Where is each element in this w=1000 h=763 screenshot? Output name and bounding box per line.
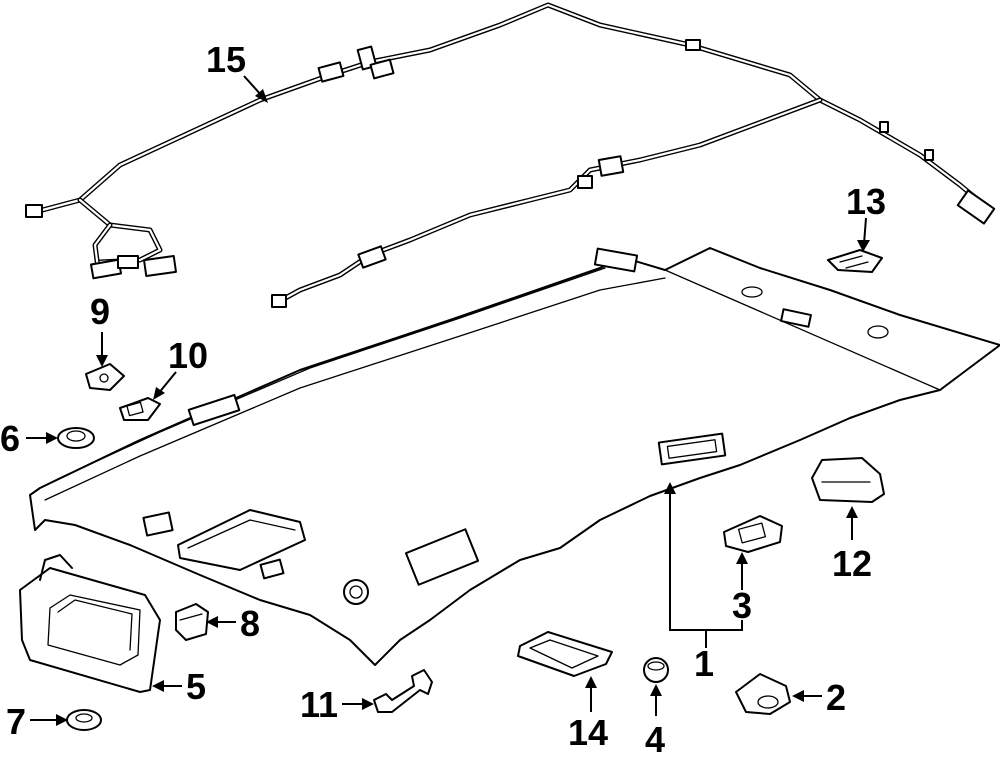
part-8-clip: [175, 603, 209, 641]
part-2-sensor: [735, 673, 791, 715]
callout-13: 13: [846, 181, 886, 222]
callout-4: 4: [645, 719, 665, 760]
callout-8: 8: [240, 603, 260, 644]
part-4-cap: [643, 657, 669, 683]
part-9-clip: [85, 363, 125, 391]
callout-12: 12: [832, 543, 872, 584]
callout-1: 1: [694, 643, 714, 684]
part-12-lamp: [811, 457, 885, 503]
callout-6: 6: [0, 418, 20, 459]
callout-7: 7: [6, 701, 26, 742]
callout-14: 14: [568, 712, 608, 753]
part-3-clip: [723, 515, 783, 553]
callout-2: 2: [826, 677, 846, 718]
callout-3: 3: [732, 585, 752, 626]
callout-9: 9: [90, 291, 110, 332]
part-1-headliner: [29, 247, 1000, 666]
part-14-lamp: [517, 631, 613, 677]
callout-11: 11: [300, 684, 338, 725]
leader-lines: [26, 75, 870, 726]
part-7-cap: [66, 709, 102, 731]
callout-15: 15: [206, 39, 246, 80]
part-6-cap: [57, 427, 95, 449]
part-13-clip: [827, 249, 883, 273]
callout-5: 5: [186, 666, 206, 707]
part-15-wiring-harness: [25, 2, 996, 308]
part-10-clip: [119, 397, 161, 421]
callout-10: 10: [168, 335, 208, 376]
callout-labels: 15 13 9 10 6 7 5 8 11 14 4 3 1 12 2: [0, 39, 886, 760]
part-11-grab-handle: [373, 669, 433, 713]
part-5-sun-visor: [19, 554, 161, 693]
